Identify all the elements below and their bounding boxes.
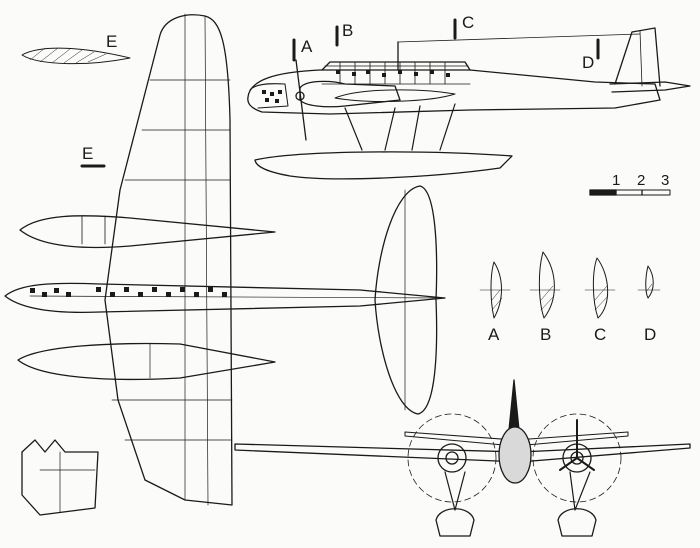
cross-section-a bbox=[490, 261, 502, 319]
side-wing-section bbox=[334, 89, 456, 102]
side-view bbox=[247, 18, 691, 180]
front-float-struts bbox=[444, 471, 591, 511]
front-left-spinner bbox=[437, 443, 467, 473]
plan-wing-panel-lines bbox=[111, 13, 233, 506]
side-tailplane bbox=[609, 81, 691, 93]
front-view bbox=[234, 379, 691, 537]
side-fin bbox=[614, 27, 661, 87]
cut-b-label: B bbox=[540, 325, 552, 344]
section-hatching bbox=[491, 283, 653, 311]
section-d-label: D bbox=[582, 53, 595, 72]
side-antenna-wire bbox=[397, 33, 641, 43]
side-fuselage bbox=[247, 69, 661, 115]
front-left-prop-disc bbox=[407, 413, 497, 503]
scale-bar bbox=[589, 189, 671, 196]
cross-section-d bbox=[645, 265, 654, 299]
cut-a-label: A bbox=[488, 325, 500, 344]
front-right-prop-disc bbox=[532, 413, 622, 503]
airfoil-e-label: E bbox=[106, 32, 118, 51]
front-fuselage bbox=[498, 426, 532, 484]
section-cut-marks bbox=[292, 18, 600, 62]
airfoil-section-e bbox=[21, 47, 131, 65]
front-right-float bbox=[557, 508, 597, 537]
plan-wing bbox=[104, 14, 233, 506]
airfoil-hatch bbox=[29, 47, 107, 64]
side-glazing-hatch bbox=[262, 70, 450, 103]
section-b-label: B bbox=[342, 21, 354, 40]
plan-view bbox=[4, 13, 446, 516]
scale-label-2: 2 bbox=[637, 172, 646, 189]
cross-section-b bbox=[538, 251, 555, 319]
scale-label-3: 3 bbox=[661, 172, 670, 189]
front-right-prop-blades bbox=[559, 419, 595, 471]
plan-float bbox=[17, 342, 276, 381]
front-wing bbox=[234, 443, 691, 463]
plan-e-label: E bbox=[82, 144, 94, 163]
plan-engine-nacelle bbox=[19, 215, 276, 249]
cut-c-label: C bbox=[594, 325, 607, 344]
front-left-float bbox=[435, 508, 475, 537]
cross-section-c bbox=[592, 257, 609, 319]
wingtip-detail bbox=[21, 439, 99, 516]
plan-tailplane bbox=[374, 185, 438, 415]
side-float bbox=[254, 151, 513, 180]
side-engine-nacelle bbox=[299, 80, 401, 108]
section-a-label: A bbox=[301, 37, 313, 56]
cross-sections bbox=[479, 251, 661, 319]
side-nose-glazing bbox=[249, 83, 289, 109]
plan-glazing-hatch bbox=[30, 287, 227, 297]
section-c-label: C bbox=[462, 13, 475, 32]
cut-d-label: D bbox=[644, 325, 657, 344]
side-float-struts bbox=[344, 103, 456, 151]
scale-label-1: 1 bbox=[612, 172, 621, 189]
